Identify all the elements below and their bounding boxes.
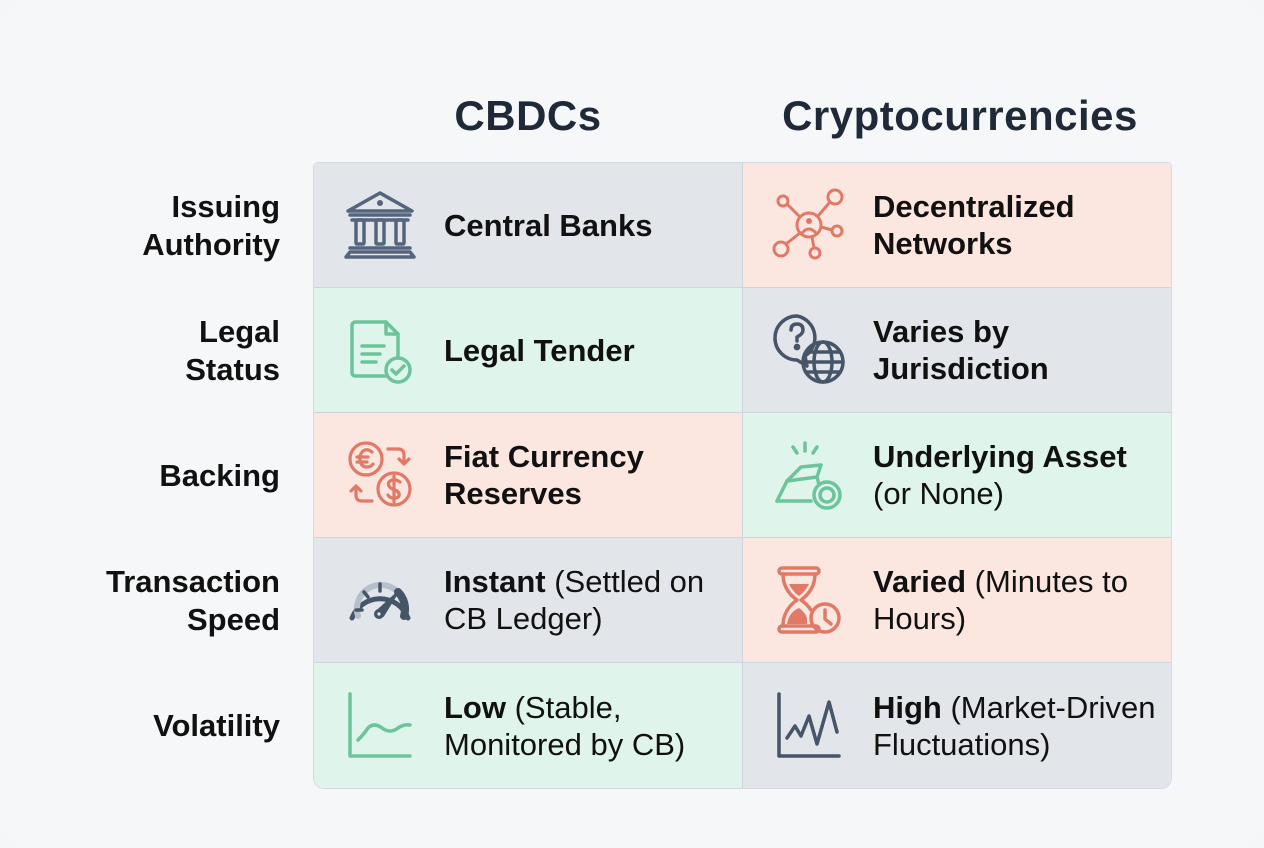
row-label-line: Authority: [142, 226, 280, 262]
document-check-icon: [342, 312, 418, 388]
row-label-line: Status: [185, 351, 280, 387]
crypto-cell-backing: Underlying Asset(or None): [743, 413, 1171, 538]
crypto-issuing-authority-value: Decentralized Networks: [873, 189, 1075, 261]
row-label-line: Legal: [199, 313, 280, 349]
cbdc-cell-volatility: Low (Stable, Monitored by CB): [314, 663, 743, 788]
network-nodes-icon: [771, 187, 847, 263]
bank-building-icon: [342, 187, 418, 263]
cbdc-cell-legal-status: Legal Tender: [314, 288, 743, 413]
crypto-backing-value: Underlying Asset(or None): [873, 439, 1127, 511]
column-header-cbdcs: CBDCs: [454, 92, 602, 139]
stable-line-chart-icon: [342, 688, 418, 764]
currency-exchange-icon: [342, 437, 418, 513]
crypto-cell-volatility: High (Market-Driven Fluctuations): [743, 663, 1171, 788]
table-row-volatility: Low (Stable, Monitored by CB) High (Mark…: [314, 663, 1171, 788]
row-label-backing: Backing: [60, 413, 280, 538]
comparison-table: Central Banks: [314, 163, 1171, 788]
crypto-cell-legal-status: Varies by Jurisdiction: [743, 288, 1171, 413]
column-header-cryptocurrencies: Cryptocurrencies: [782, 92, 1138, 139]
crypto-legal-status-value: Varies by Jurisdiction: [873, 314, 1049, 386]
cbdc-transaction-speed-value: Instant (Settled on CB Ledger): [444, 564, 705, 636]
volatile-line-chart-icon: [771, 688, 847, 764]
crypto-cell-issuing-authority: Decentralized Networks: [743, 163, 1171, 288]
row-label-volatility: Volatility: [60, 663, 280, 788]
table-row-backing: Fiat Currency Reserves Underlying Asset(…: [314, 413, 1171, 538]
gold-bar-coin-icon: [771, 437, 847, 513]
globe-question-icon: [771, 312, 847, 388]
crypto-transaction-speed-value: Varied (Minutes to Hours): [873, 564, 1129, 636]
row-label-line: Backing: [159, 457, 280, 493]
row-label-line: Speed: [186, 601, 280, 637]
cbdc-legal-status-value: Legal Tender: [444, 332, 635, 368]
cbdc-issuing-authority-value: Central Banks: [444, 207, 653, 243]
cbdc-cell-transaction-speed: Instant (Settled on CB Ledger): [314, 538, 743, 663]
cbdc-cell-issuing-authority: Central Banks: [314, 163, 743, 288]
crypto-volatility-value: High (Market-Driven Fluctuations): [873, 689, 1156, 762]
row-label-line: Issuing: [171, 188, 280, 224]
row-label-line: Volatility: [153, 707, 280, 743]
cbdc-volatility-value: Low (Stable, Monitored by CB): [444, 689, 686, 762]
table-row-issuing-authority: Central Banks: [314, 163, 1171, 288]
table-row-transaction-speed: Instant (Settled on CB Ledger) Varied (M…: [314, 538, 1171, 663]
speedometer-icon: [342, 562, 418, 638]
cbdc-backing-value: Fiat Currency Reserves: [444, 439, 644, 511]
crypto-cell-transaction-speed: Varied (Minutes to Hours): [743, 538, 1171, 663]
hourglass-clock-icon: [771, 562, 847, 638]
table-row-legal-status: Legal Tender Varies by Jurisdiction: [314, 288, 1171, 413]
row-label-line: Transaction: [106, 563, 280, 599]
cbdc-cell-backing: Fiat Currency Reserves: [314, 413, 743, 538]
